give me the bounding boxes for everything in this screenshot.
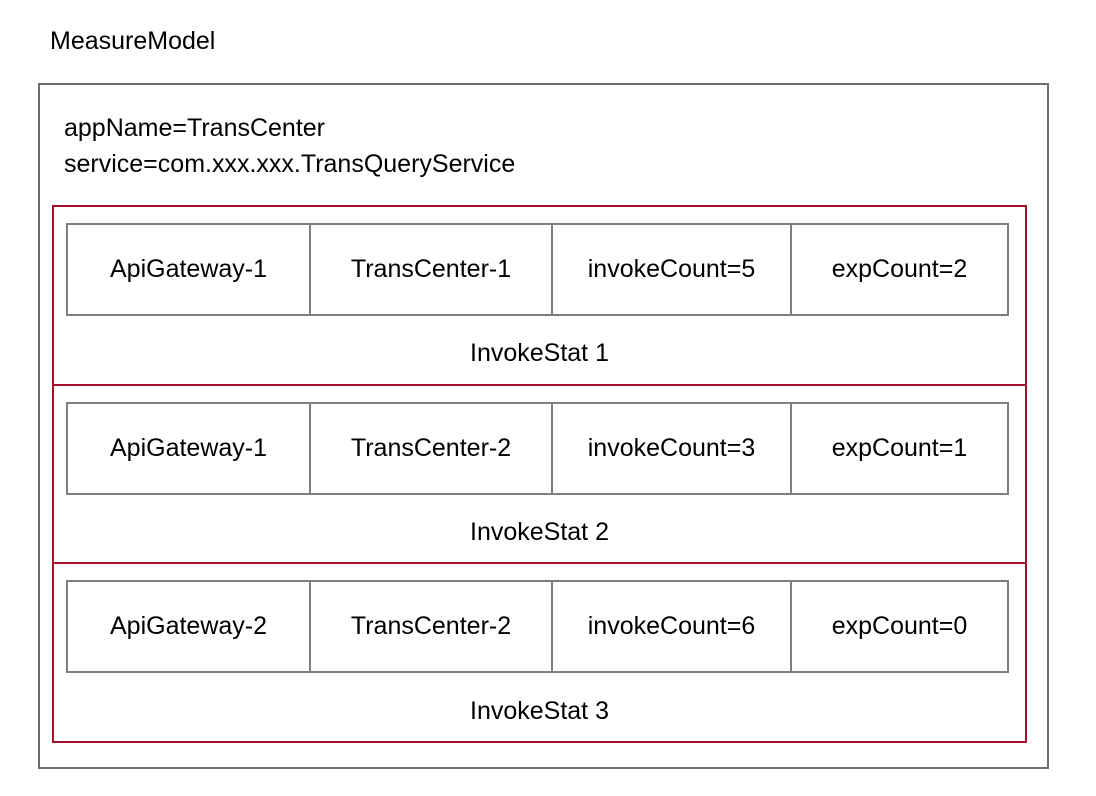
invoke-stat-label: InvokeStat 2	[470, 518, 609, 546]
stat-cell-provider: TransCenter-2	[309, 401, 553, 495]
stat-cell-exp-count: expCount=2	[790, 223, 1009, 316]
stat-cells-row: ApiGateway-1 TransCenter-1 invokeCount=5…	[66, 223, 1025, 316]
stat-cell-consumer: ApiGateway-1	[66, 401, 311, 495]
stat-cell-invoke-count: invokeCount=3	[551, 401, 792, 495]
invoke-stat-1: ApiGateway-1 TransCenter-1 invokeCount=5…	[54, 207, 1025, 384]
invoke-stat-label: InvokeStat 3	[470, 696, 609, 725]
model-attributes: appName=TransCenter service=com.xxx.xxx.…	[64, 110, 515, 182]
stat-cells-row: ApiGateway-2 TransCenter-2 invokeCount=6…	[66, 580, 1025, 674]
diagram-title: MeasureModel	[50, 27, 216, 55]
stat-cell-exp-count: expCount=1	[790, 401, 1009, 495]
stat-cell-provider: TransCenter-1	[309, 223, 553, 316]
invoke-stat-label: InvokeStat 1	[470, 339, 609, 368]
stat-cell-consumer: ApiGateway-1	[66, 223, 311, 316]
stat-cell-invoke-count: invokeCount=5	[551, 223, 792, 316]
invoke-stat-2: ApiGateway-1 TransCenter-2 invokeCount=3…	[54, 383, 1025, 563]
stat-cell-consumer: ApiGateway-2	[66, 580, 311, 674]
invoke-stat-3: ApiGateway-2 TransCenter-2 invokeCount=6…	[54, 562, 1025, 741]
stat-cell-invoke-count: invokeCount=6	[551, 580, 792, 674]
stat-cell-provider: TransCenter-2	[309, 580, 553, 674]
service-text: service=com.xxx.xxx.TransQueryService	[64, 150, 516, 178]
stat-cell-exp-count: expCount=0	[790, 580, 1009, 674]
stat-cells-row: ApiGateway-1 TransCenter-2 invokeCount=3…	[66, 401, 1025, 495]
measure-model-box: appName=TransCenter service=com.xxx.xxx.…	[38, 83, 1049, 769]
invoke-stats-container: ApiGateway-1 TransCenter-1 invokeCount=5…	[52, 205, 1027, 743]
app-name-text: appName=TransCenter	[64, 114, 326, 142]
